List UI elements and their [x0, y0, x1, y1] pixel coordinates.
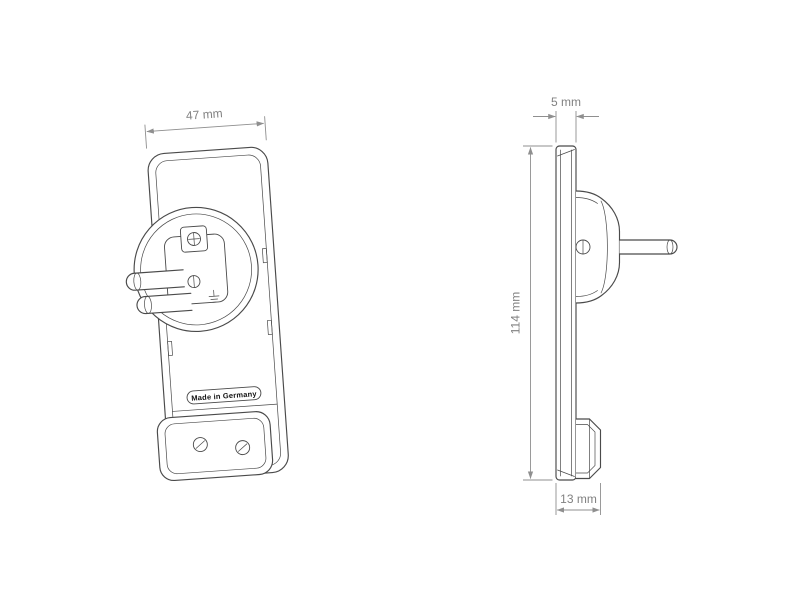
- plate-screw-icon: [575, 239, 591, 255]
- side-latch-right-upper: [261, 248, 268, 264]
- dimension-front-width-label: 47 mm: [186, 106, 224, 123]
- dimension-plate-thickness-label: 5 mm: [551, 95, 581, 109]
- dimension-height: 114 mm: [509, 145, 553, 481]
- panel-separator-line: [172, 403, 278, 412]
- plug-head: [125, 206, 259, 333]
- side-latch-left: [167, 340, 173, 356]
- housing-screw-right-icon: [235, 440, 251, 456]
- earth-contact-bracket: [179, 225, 209, 253]
- made-in-germany-label: Made in Germany: [186, 386, 262, 405]
- top-bevel-line: [557, 149, 575, 157]
- cable-housing-side: [575, 418, 602, 480]
- pin-lower: [136, 292, 193, 315]
- housing-screw-left-icon: [192, 437, 208, 453]
- cable-housing: [156, 411, 274, 482]
- front-view: Made in Germany 47 mm: [125, 106, 289, 482]
- side-view: 5 mm 114 mm 13 mm: [509, 95, 678, 515]
- screw-icon: [187, 232, 201, 246]
- side-latch-right-lower: [267, 319, 273, 335]
- pin-upper: [125, 269, 185, 291]
- plug-dome: [575, 190, 678, 304]
- wall-plate: [555, 145, 577, 481]
- dimension-plate-thickness: 5 mm: [533, 95, 599, 143]
- pin-side: [618, 239, 678, 255]
- earth-symbol-icon: [208, 289, 220, 303]
- centre-screw-icon: [187, 275, 201, 289]
- dimension-total-depth: 13 mm: [555, 483, 601, 515]
- dimension-height-label: 114 mm: [509, 292, 523, 334]
- dimension-total-depth-label: 13 mm: [560, 492, 597, 506]
- dimension-front-width: 47 mm: [144, 106, 267, 149]
- bottom-bevel-line: [557, 469, 575, 477]
